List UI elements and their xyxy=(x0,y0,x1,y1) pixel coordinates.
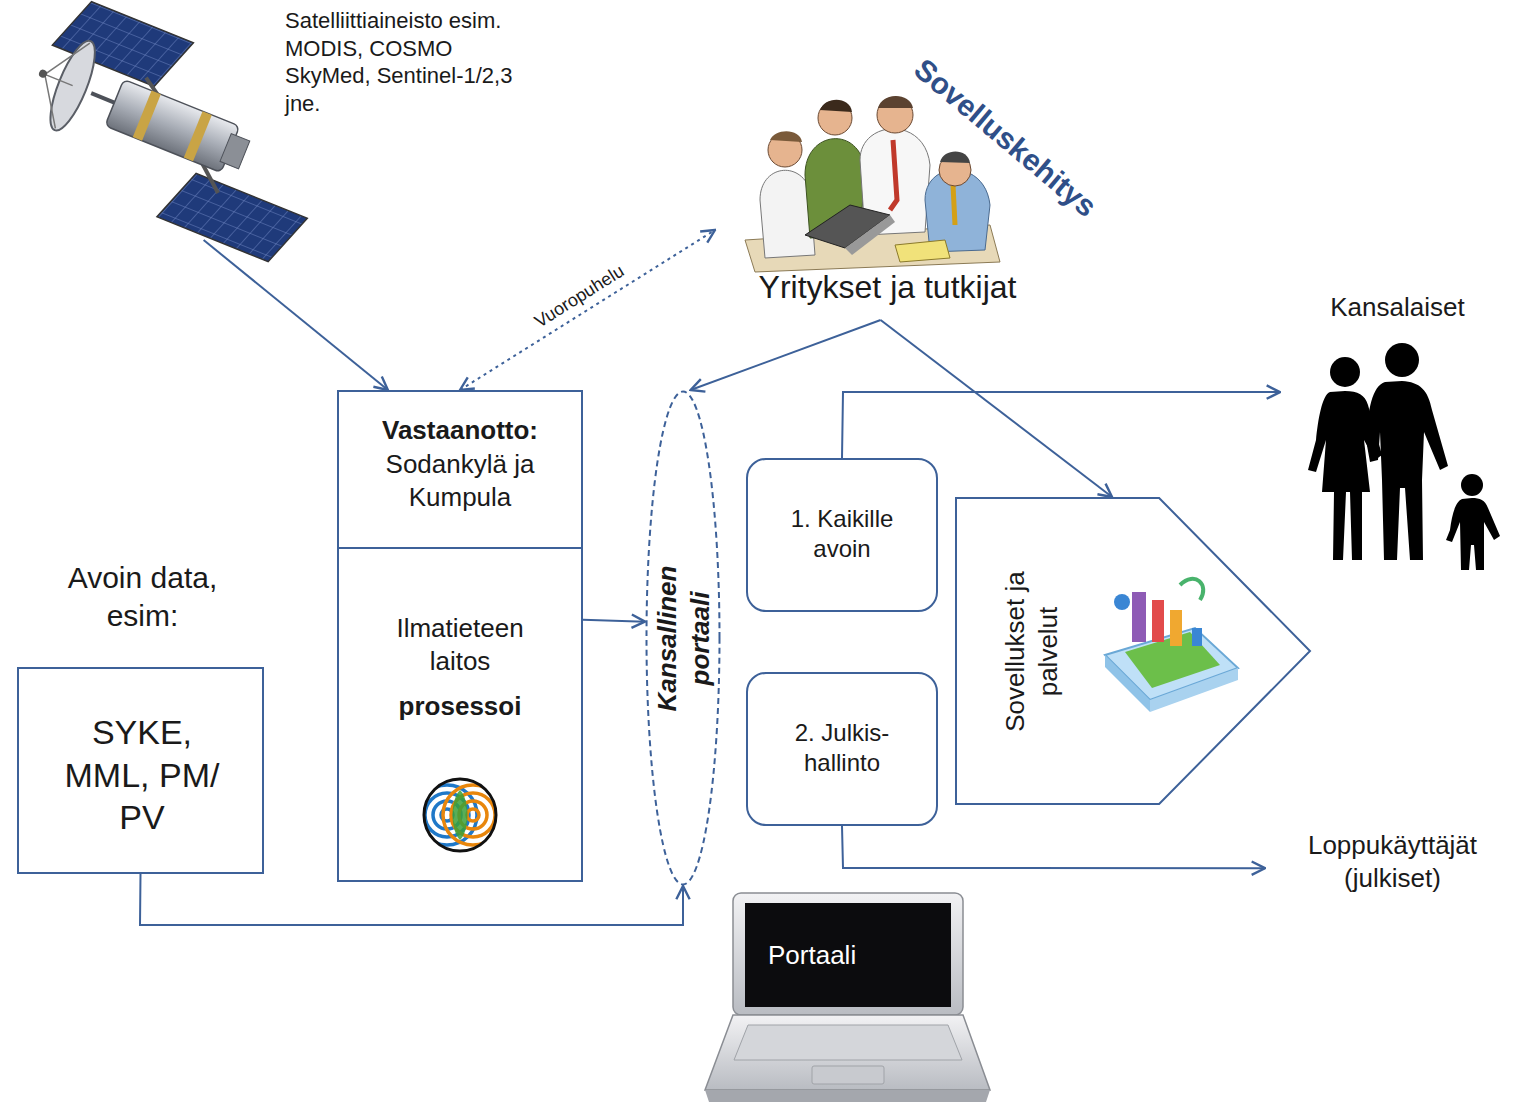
laptop-illustration xyxy=(705,1015,990,1090)
node-text: Yritykset ja tutkijat xyxy=(715,267,1060,307)
laptop-illustration xyxy=(705,893,990,1102)
fmi-logo xyxy=(417,779,503,851)
services-pentagon: Sovellukset ja palvelut xyxy=(955,497,1312,805)
team-illustration xyxy=(877,97,913,133)
app-icon xyxy=(1105,579,1238,712)
flow-arrow xyxy=(842,826,1265,868)
laptop-illustration xyxy=(734,1025,962,1060)
team-illustration xyxy=(895,240,950,262)
fmi-logo xyxy=(467,809,479,821)
node-text: 2. Julkis- hallinto xyxy=(764,718,920,778)
team-illustration xyxy=(878,96,913,108)
team-illustration xyxy=(953,185,955,225)
family-silhouette xyxy=(1461,474,1483,496)
team-illustration xyxy=(940,152,970,163)
node-text: Vastaanotto: xyxy=(339,414,581,447)
citizens-node: Kansalaiset xyxy=(1280,285,1515,580)
dialogue-connector xyxy=(460,230,715,390)
flow-arrow xyxy=(583,620,645,622)
box-divider xyxy=(339,547,581,549)
node-text: prosessoi xyxy=(339,690,581,723)
access-box: 1. Kaikille avoin xyxy=(746,458,938,612)
family-silhouette xyxy=(1308,343,1500,570)
node-text: Sodankylä ja Kumpula xyxy=(349,448,571,513)
node-text: Kansallinen portaali xyxy=(651,543,716,733)
app-icon xyxy=(1192,628,1202,646)
fmi-logo xyxy=(417,779,503,851)
family-silhouette xyxy=(1366,381,1448,560)
processing-box: Vastaanotto:Sodankylä ja KumpulaIlmatiet… xyxy=(337,390,583,882)
family-silhouette xyxy=(1385,343,1419,377)
satellite-illustration xyxy=(28,32,90,129)
data-source-box: Avoin data, esim:SYKE, MML, PM/ PV xyxy=(17,667,264,874)
laptop-illustration xyxy=(733,893,963,1015)
node-text: Satelliittiaineisto esim. MODIS, COSMO S… xyxy=(285,7,535,117)
satellite-illustration xyxy=(157,173,307,261)
team-illustration xyxy=(845,215,895,255)
end-users-node: Loppukäyttäjät (julkiset) xyxy=(1265,825,1520,905)
laptop-illustration xyxy=(812,1066,884,1084)
satellite-illustration xyxy=(38,68,48,78)
satellite-illustration xyxy=(184,111,212,161)
ellipse-outline xyxy=(647,392,720,885)
app-icon xyxy=(1170,610,1182,646)
flow-arrow xyxy=(881,320,1112,497)
satellite-illustration xyxy=(133,91,161,141)
node-text: SYKE, MML, PM/ PV xyxy=(57,711,227,839)
fmi-logo xyxy=(424,779,496,851)
flow-arrow xyxy=(204,240,388,390)
access-box: 2. Julkis- hallinto xyxy=(746,672,938,826)
edge-label: Vuoropuhelu xyxy=(528,259,630,334)
fmi-logo xyxy=(443,785,503,845)
section-title: Sovelluskehitys xyxy=(906,51,1103,224)
portal-ellipse: Kansallinen portaali xyxy=(645,390,721,886)
flow-arrow xyxy=(842,392,1280,458)
fmi-logo xyxy=(443,785,503,845)
app-icon xyxy=(1114,594,1130,610)
satellite-illustration xyxy=(105,79,240,172)
laptop-illustration xyxy=(705,1090,990,1102)
app-icon xyxy=(1152,600,1164,642)
satellite-illustration xyxy=(220,134,250,169)
satellite-node: Satelliittiaineisto esim. MODIS, COSMO S… xyxy=(20,5,530,240)
node-text: Kansalaiset xyxy=(1280,291,1515,324)
laptop-illustration xyxy=(745,903,951,1007)
team-illustration xyxy=(820,100,852,112)
node-text: Sovellukset ja palvelut xyxy=(999,541,1064,761)
node-text: Ilmatieteen laitos xyxy=(370,612,550,677)
fmi-logo xyxy=(453,790,468,840)
node-text: 1. Kaikille avoin xyxy=(764,504,920,564)
screen-label: Portaali xyxy=(768,940,856,971)
box-heading: Avoin data, esim: xyxy=(39,559,246,634)
family-silhouette xyxy=(1330,357,1360,387)
team-illustration xyxy=(770,131,802,142)
pentagon-outline xyxy=(956,498,1310,804)
flow-arrow xyxy=(691,320,881,390)
app-icon xyxy=(1180,579,1203,600)
team-illustration xyxy=(890,140,897,210)
family-silhouette xyxy=(1446,498,1500,570)
satellite-illustration xyxy=(91,93,114,102)
node-text: Loppukäyttäjät (julkiset) xyxy=(1265,829,1520,894)
app-icon xyxy=(1132,592,1146,642)
